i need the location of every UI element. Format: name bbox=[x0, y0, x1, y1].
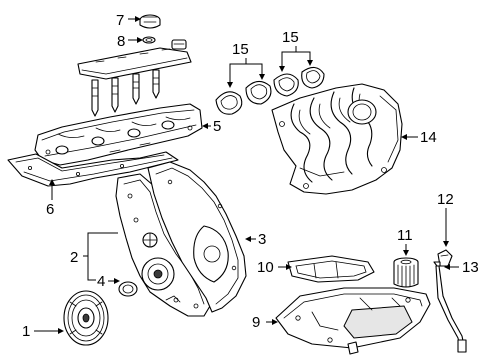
callout-3: 3 bbox=[258, 231, 266, 248]
callout-10: 10 bbox=[257, 259, 274, 276]
callout-12: 12 bbox=[437, 191, 454, 208]
dipstick-tube bbox=[433, 261, 467, 353]
front-crank-seal bbox=[118, 281, 138, 297]
valve-cover bbox=[34, 103, 203, 166]
callout-15-right: 15 bbox=[282, 29, 299, 46]
callout-5: 5 bbox=[213, 118, 221, 135]
leader-lines bbox=[34, 16, 459, 334]
oil-filler-cap bbox=[139, 14, 161, 29]
callout-6: 6 bbox=[46, 201, 54, 218]
callout-14: 14 bbox=[420, 129, 437, 146]
callout-11: 11 bbox=[397, 227, 413, 244]
oil-pan bbox=[275, 287, 431, 355]
callout-8: 8 bbox=[117, 33, 125, 50]
intake-manifold bbox=[271, 83, 403, 195]
oil-filter bbox=[393, 257, 419, 288]
callout-13: 13 bbox=[462, 259, 479, 276]
cap-seal-ring bbox=[142, 36, 156, 44]
callout-numbers: 7 8 5 6 2 4 1 3 15 15 14 10 11 12 13 9 bbox=[22, 12, 479, 340]
ignition-coil-module bbox=[77, 39, 192, 117]
timing-cover-gasket bbox=[147, 161, 247, 313]
manifold-seals bbox=[215, 66, 325, 115]
callout-4: 4 bbox=[97, 273, 105, 290]
callout-1: 1 bbox=[22, 323, 30, 340]
timing-cover bbox=[115, 173, 211, 317]
callout-2: 2 bbox=[70, 249, 78, 266]
callout-9: 9 bbox=[252, 314, 260, 331]
callout-7: 7 bbox=[116, 12, 124, 29]
crankshaft-pulley bbox=[63, 290, 109, 346]
oil-pan-baffle bbox=[287, 255, 375, 283]
callout-15-left: 15 bbox=[232, 41, 249, 58]
valve-cover-gasket bbox=[7, 151, 179, 187]
